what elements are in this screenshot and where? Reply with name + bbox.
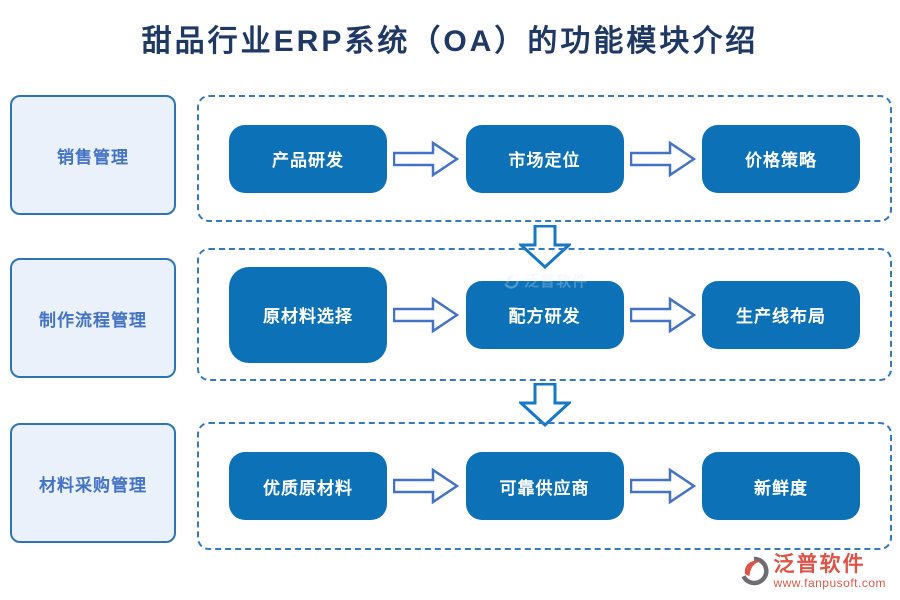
right-arrow-icon [393,467,460,505]
down-arrow-icon [519,225,571,269]
down-arrow-icon [519,383,571,427]
fanpu-logo-icon [741,557,769,586]
step-label: 配方研发 [508,307,581,326]
category-label: 材料采购管理 [39,475,147,495]
right-arrow-icon [629,296,696,333]
category-box-procurement: 材料采购管理 [10,423,176,543]
step-box: 市场定位 [465,124,624,193]
category-box-production: 制作流程管理 [10,258,176,378]
right-arrow-icon [629,140,696,177]
flow-row-procurement: 优质原材料 可靠供应商 新鲜度 [197,422,892,550]
step-box: 配方研发 [465,280,624,349]
step-box: 优质原材料 [229,452,387,520]
category-label: 销售管理 [57,147,129,167]
step-box: 生产线布局 [702,280,860,349]
category-label: 制作流程管理 [39,310,147,330]
step-box: 产品研发 [229,124,387,193]
step-box: 新鲜度 [702,452,860,520]
flow-row-sales: 产品研发 市场定位 价格策略 [197,95,892,222]
right-arrow-icon [629,467,696,505]
right-arrow-icon [393,296,460,333]
right-arrow-icon [393,140,460,177]
brand-lockup: 泛普软件 www.fanpusoft.com [739,554,886,590]
brand-url: www.fanpusoft.com [773,576,886,591]
step-box: 可靠供应商 [465,452,624,520]
page-title: 甜品行业ERP系统（OA）的功能模块介绍 [141,25,759,58]
step-box: 价格策略 [702,124,860,193]
step-label: 原材料选择 [263,307,353,326]
flow-row-production: 原材料选择 配方研发 生产线布局 [197,248,892,381]
category-box-sales: 销售管理 [10,95,176,215]
brand-name: 泛普软件 [773,553,866,577]
step-label: 生产线布局 [736,307,826,326]
step-label: 新鲜度 [754,478,808,498]
step-label: 优质原材料 [263,478,353,498]
step-label: 产品研发 [272,151,344,170]
step-box: 原材料选择 [229,266,387,363]
step-label: 可靠供应商 [499,478,590,498]
step-label: 市场定位 [508,151,581,170]
step-label: 价格策略 [745,151,817,170]
